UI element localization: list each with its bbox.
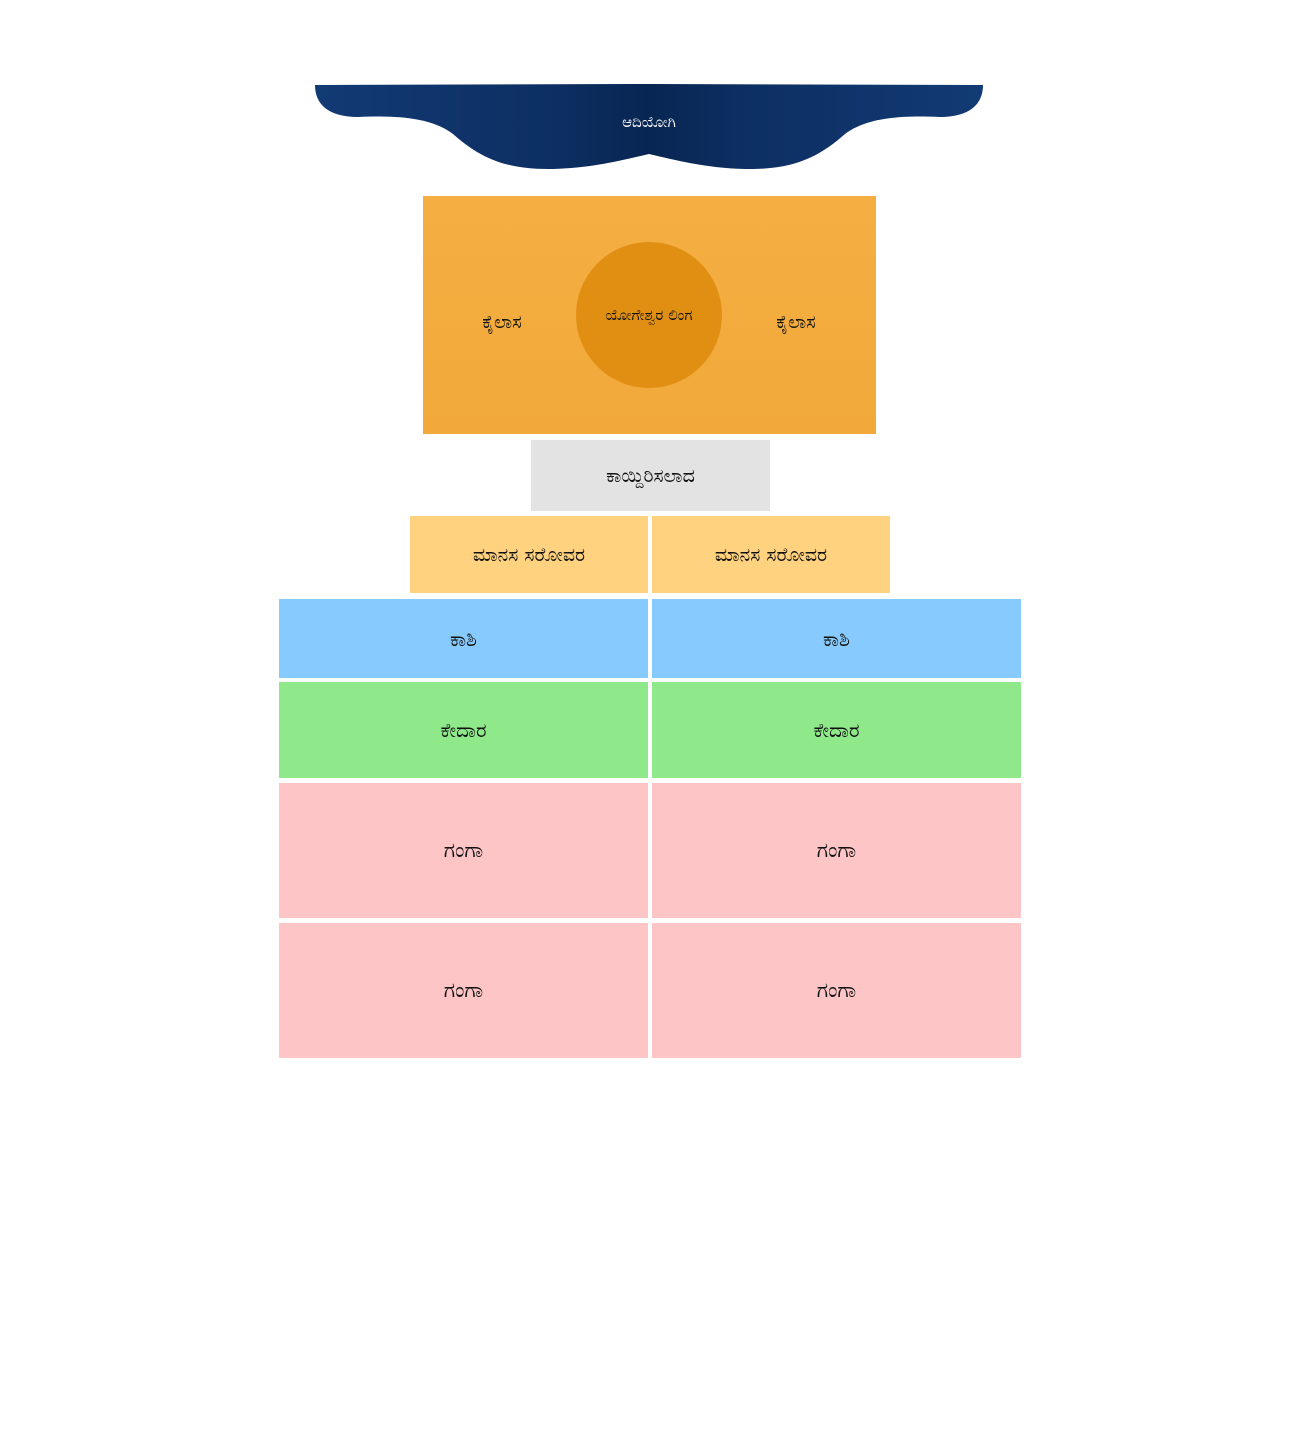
reserved-box: ಕಾಯ್ದಿರಿಸಲಾದ <box>531 440 770 511</box>
reserved-label: ಕಾಯ್ದಿರಿಸಲಾದ <box>606 464 695 487</box>
manasa-sarovara-right-label: ಮಾನಸ ಸರೋವರ <box>714 543 828 566</box>
kedar-left-cell: ಕೇದಾರ <box>279 682 648 778</box>
manasa-sarovara-left-label: ಮಾನಸ ಸರೋವರ <box>472 543 586 566</box>
kashi-left-cell: ಕಾಶಿ <box>279 599 648 678</box>
ganga-right-cell-2: ಗಂಗಾ <box>652 923 1021 1058</box>
manasa-sarovara-left: ಮಾನಸ ಸರೋವರ <box>410 516 648 593</box>
ganga-right-cell-1: ಗಂಗಾ <box>652 783 1021 918</box>
kedar-left-label: ಕೇದಾರ <box>440 718 487 742</box>
kedar-right-label: ಕೇದಾರ <box>813 718 860 742</box>
manasa-sarovara-right: ಮಾನಸ ಸರೋವರ <box>652 516 890 593</box>
kailash-right-label: ಕೈಲಾಸ <box>776 311 816 333</box>
ganga-left-cell-1: ಗಂಗಾ <box>279 783 648 918</box>
ganga-left-label-2: ಗಂಗಾ <box>443 978 484 1002</box>
ganga-left-label-1: ಗಂಗಾ <box>443 838 484 862</box>
kashi-right-label: ಕಾಶಿ <box>822 626 851 651</box>
cloud-banner <box>315 84 983 172</box>
kashi-right-cell: ಕಾಶಿ <box>652 599 1021 678</box>
kashi-left-label: ಕಾಶಿ <box>449 626 478 651</box>
ganga-right-label-1: ಗಂಗಾ <box>816 838 857 862</box>
cloud-banner-shape <box>315 84 983 170</box>
ganga-left-cell-2: ಗಂಗಾ <box>279 923 648 1058</box>
banner-title: ಆದಿಯೋಗಿ <box>622 113 676 131</box>
kedar-right-cell: ಕೇದಾರ <box>652 682 1021 778</box>
yogeshwara-linga-label: ಯೋಗೇಶ್ವರ ಲಿಂಗ <box>605 306 693 324</box>
ganga-right-label-2: ಗಂಗಾ <box>816 978 857 1002</box>
kailash-left-label: ಕೈಲಾಸ <box>482 311 522 333</box>
yogeshwara-linga-circle: ಯೋಗೇಶ್ವರ ಲಿಂಗ <box>576 242 722 388</box>
